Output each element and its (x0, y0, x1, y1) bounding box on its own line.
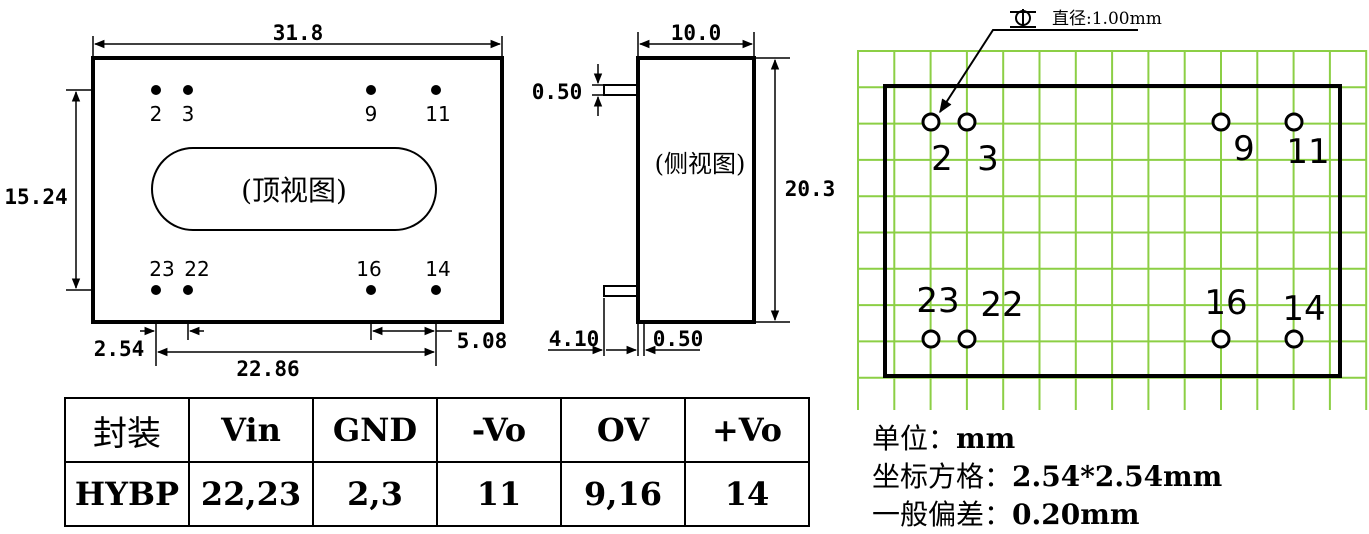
notes: 单位：mm 坐标方格：2.54*2.54mm 一般偏差：0.20mm (872, 420, 1352, 534)
side-pin-bottom (603, 285, 639, 297)
pin-table-cell-gnd: 2,3 (312, 461, 438, 527)
grid-hole-9 (1211, 112, 1231, 132)
side-height-dim: 20.3 (785, 177, 836, 201)
top-pin-22 (183, 285, 193, 295)
note-grid-label: 坐标方格： (872, 460, 1013, 493)
pin-table: 封装 Vin GND -Vo OV +Vo HYBP 22,23 2,3 11 … (64, 397, 810, 527)
top-width-dim: 31.8 (273, 21, 324, 45)
grid-hole-14 (1284, 329, 1304, 349)
side-standoff-dim: 0.50 (653, 327, 704, 351)
pin-table-cell-neg-vo: 11 (436, 461, 562, 527)
top-pin-label-3: 3 (182, 102, 195, 126)
top-pitch-dim: 2.54 (94, 337, 145, 361)
grid-view-outline (883, 84, 1342, 378)
top-pin-16 (366, 285, 376, 295)
top-pin-label-23: 23 (149, 257, 174, 281)
grid-pin-label-11: 11 (1286, 132, 1329, 172)
top-edge-dim: 5.08 (457, 329, 508, 353)
grid-hole-3 (957, 112, 977, 132)
side-pin-dia-dim: 0.50 (532, 80, 583, 104)
pin-table-header-vin: Vin (188, 397, 314, 463)
grid-pin-label-16: 16 (1204, 283, 1247, 323)
note-unit-value: mm (956, 422, 1016, 455)
top-pin-label-22: 22 (184, 257, 209, 281)
top-pin-11 (431, 85, 441, 95)
note-unit: 单位：mm (872, 420, 1352, 458)
note-tolerance-label: 一般偏差： (872, 498, 1013, 531)
top-pin-23 (151, 285, 161, 295)
top-pin-9 (366, 85, 376, 95)
top-view-outline (91, 56, 504, 324)
side-pin-length-dim: 4.10 (549, 327, 600, 351)
grid-hole-22 (957, 329, 977, 349)
side-view-label: (侧视图) (655, 150, 746, 178)
pin-table-row: HYBP 22,23 2,3 11 9,16 14 (64, 461, 810, 527)
grid-pin-label-23: 23 (916, 281, 959, 321)
grid-pin-label-14: 14 (1282, 289, 1325, 329)
pin-table-cell-package: HYBP (64, 461, 190, 527)
grid-hole-2 (921, 112, 941, 132)
pin-table-header-gnd: GND (312, 397, 438, 463)
note-tolerance: 一般偏差：0.20mm (872, 496, 1352, 534)
top-row-dim: 22.86 (236, 357, 299, 381)
note-tolerance-value: 0.20mm (1012, 498, 1140, 531)
top-pin-label-11: 11 (425, 102, 450, 126)
side-view: (侧视图) 10.0 20.3 0.50 4.10 0.50 (532, 21, 836, 356)
grid-pin-label-9: 9 (1233, 129, 1255, 169)
note-grid: 坐标方格：2.54*2.54mm (872, 458, 1352, 496)
top-view: (顶视图) 2 3 9 11 23 22 16 14 31.8 15.24 2.… (4, 21, 507, 381)
top-pin-14 (431, 285, 441, 295)
note-unit-label: 单位： (872, 422, 957, 455)
top-view-label: (顶视图) (241, 174, 347, 207)
grid-hole-16 (1211, 329, 1231, 349)
top-pin-label-16: 16 (356, 257, 381, 281)
top-pin-label-14: 14 (425, 257, 450, 281)
grid-pin-label-22: 22 (980, 285, 1023, 325)
grid-hole-11 (1284, 112, 1304, 132)
pin-table-cell-vin: 22,23 (188, 461, 314, 527)
top-pin-3 (183, 85, 193, 95)
pin-table-header-package: 封装 (64, 397, 190, 463)
top-height-dim: 15.24 (4, 185, 67, 209)
pin-table-header-neg-vo: -Vo (436, 397, 562, 463)
grid-view: 2 3 9 11 23 22 16 14 直径:1.00mm (857, 9, 1368, 410)
side-width-dim: 10.0 (671, 21, 722, 45)
side-view-outline (636, 56, 756, 324)
pin-table-header-ov: OV (560, 397, 686, 463)
pin-table-header-row: 封装 Vin GND -Vo OV +Vo (64, 397, 810, 463)
top-pin-label-9: 9 (365, 102, 378, 126)
top-view-label-pill (151, 147, 437, 231)
grid-lines (857, 50, 1368, 410)
hole-diameter-label: 直径:1.00mm (1052, 9, 1162, 29)
top-pin-2 (151, 85, 161, 95)
pin-table-header-pos-vo: +Vo (684, 397, 810, 463)
pin-table-cell-pos-vo: 14 (684, 461, 810, 527)
grid-pin-label-3: 3 (977, 139, 999, 179)
top-pin-label-2: 2 (150, 102, 163, 126)
diameter-symbol-icon (1010, 9, 1036, 28)
pin-table-cell-ov: 9,16 (560, 461, 686, 527)
hole-callout-leader (939, 29, 1138, 114)
grid-pin-label-2: 2 (931, 139, 953, 179)
grid-hole-23 (921, 329, 941, 349)
note-grid-value: 2.54*2.54mm (1012, 460, 1223, 493)
side-pin-top (603, 84, 639, 96)
